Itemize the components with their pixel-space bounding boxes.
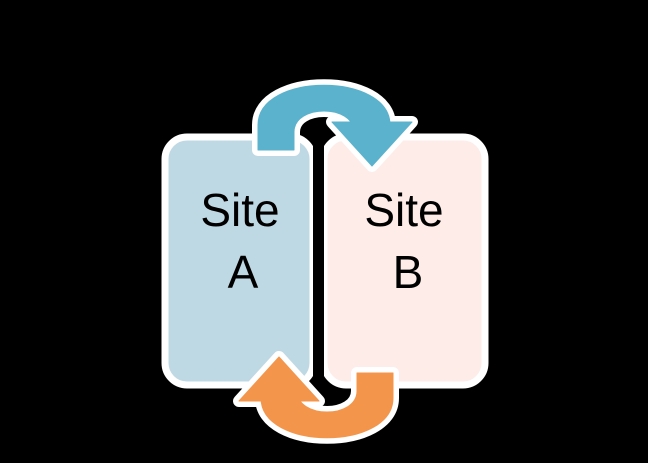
site-a-label-line2: A: [228, 246, 259, 298]
site-a-label-line1: Site: [200, 184, 279, 236]
site-b-label-line2: B: [393, 246, 424, 298]
site-b-node[interactable]: Site B: [320, 133, 489, 389]
center-divider-gap: [313, 133, 324, 389]
site-a-node[interactable]: Site A: [161, 133, 317, 389]
site-b-label-line1: Site: [364, 184, 443, 236]
